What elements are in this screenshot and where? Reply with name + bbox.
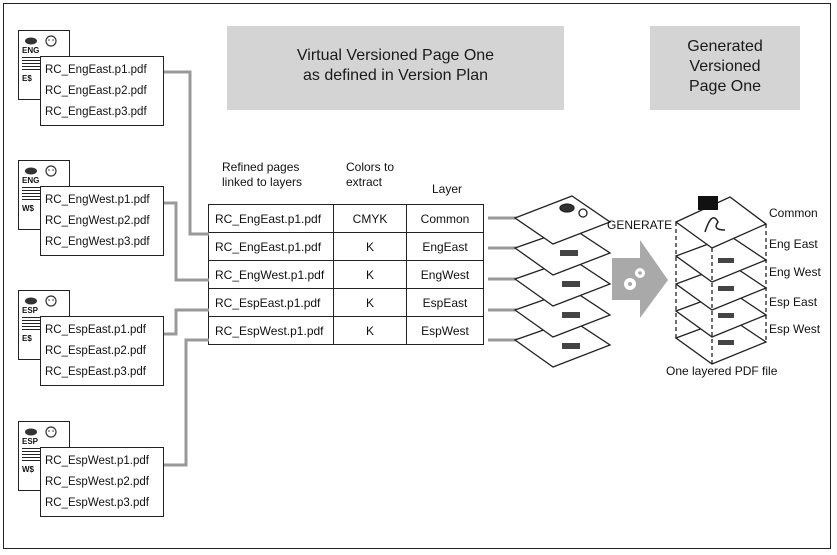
col2-header-line2: extract	[346, 175, 383, 189]
source-file-list: RC_EspEast.p1.pdf RC_EspEast.p2.pdf RC_E…	[40, 316, 164, 386]
colors-cell: K	[333, 288, 407, 317]
file-name: RC_EspEast.p1.pdf	[45, 324, 147, 336]
source-group-eng-west: ENG W$ RC_EngWest.p1.pdf RC_EngWest.p2.p…	[18, 160, 166, 256]
gears-icon-holes	[628, 271, 642, 286]
output-caption: One layered PDF file	[666, 364, 778, 378]
generated-title-line2: Versioned	[689, 58, 761, 75]
col1-header-line1: Refined pages	[222, 160, 300, 174]
virtual-page-box: Virtual Versioned Page One as defined in…	[227, 26, 564, 110]
file-name: RC_EspEast.p3.pdf	[45, 366, 147, 378]
colors-cell: CMYK	[333, 204, 407, 233]
generated-title-line3: Page One	[688, 78, 762, 95]
col1-header: Refined pages linked to layers	[222, 160, 302, 190]
layer-cell: EngEast	[406, 232, 484, 261]
currency-code: E$	[22, 74, 32, 83]
text-lines-icon	[22, 57, 40, 70]
output-layer-label: Esp West	[769, 322, 821, 336]
text-lines-icon	[22, 187, 40, 200]
file-name: RC_EngWest.p2.pdf	[45, 215, 150, 227]
currency-code: W$	[22, 204, 34, 213]
file-name: RC_EngEast.p3.pdf	[45, 106, 147, 118]
file-name: RC_EspEast.p2.pdf	[45, 345, 147, 357]
logo-icons	[25, 295, 57, 307]
source-group-esp-west: ESP W$ RC_EspWest.p1.pdf RC_EspWest.p2.p…	[18, 421, 166, 517]
file-name: RC_EngWest.p1.pdf	[45, 194, 150, 206]
table-row: RC_EngEast.p1.pdf K EngEast	[208, 232, 484, 261]
colors-cell: K	[333, 316, 407, 345]
logo-icons	[25, 165, 57, 177]
table-row: RC_EngEast.p1.pdf CMYK Common	[208, 204, 484, 233]
generate-label: GENERATE	[607, 218, 673, 232]
text-lines-icon	[22, 448, 40, 461]
virtual-page-title-line1: Virtual Versioned Page One	[296, 47, 495, 64]
generated-title-line1: Generated	[687, 38, 763, 55]
file-name: RC_EspWest.p3.pdf	[45, 497, 149, 509]
page-cell: RC_EngEast.p1.pdf	[208, 204, 334, 233]
layer-cell: EspWest	[406, 316, 484, 345]
language-code: ENG	[22, 46, 40, 55]
diagram-frame	[3, 3, 831, 549]
language-code: ESP	[22, 437, 39, 446]
table-row: RC_EspWest.p1.pdf K EspWest	[208, 316, 484, 345]
col2-header-line1: Colors to	[346, 160, 395, 174]
file-name: RC_EngEast.p2.pdf	[45, 85, 147, 97]
generated-page-box: Generated Versioned Page One	[650, 26, 800, 110]
logo-icons	[25, 426, 57, 438]
layer-mapping-table: RC_EngEast.p1.pdf CMYK Common RC_EngEast…	[208, 204, 484, 345]
file-name: RC_EngEast.p1.pdf	[45, 64, 147, 76]
source-connectors	[164, 70, 209, 467]
col3-header: Layer	[432, 182, 463, 196]
output-layer-label: Common	[769, 206, 818, 220]
table-row: RC_EngWest.p1.pdf K EngWest	[208, 260, 484, 289]
file-name: RC_EngWest.p3.pdf	[45, 236, 150, 248]
logo-icons	[25, 35, 57, 47]
currency-code: E$	[22, 334, 32, 343]
output-layer-label: Esp East	[769, 295, 818, 309]
layer-cell: EspEast	[406, 288, 484, 317]
source-group-eng-east: ENG E$ RC_EngEast.p1.pdf RC_EngEast.p2.p…	[18, 30, 166, 126]
source-file-list: RC_EspWest.p1.pdf RC_EspWest.p2.pdf RC_E…	[40, 447, 164, 517]
output-layer-stack	[674, 196, 768, 365]
language-code: ENG	[22, 176, 40, 185]
col1-header-line2: linked to layers	[222, 175, 303, 189]
language-code: ESP	[22, 306, 39, 315]
page-cell: RC_EspWest.p1.pdf	[208, 316, 334, 345]
layer-cell: EngWest	[406, 260, 484, 289]
source-file-list: RC_EngEast.p1.pdf RC_EngEast.p2.pdf RC_E…	[40, 56, 164, 126]
page-barcode-marks	[560, 250, 580, 349]
output-layer-label: Eng West	[769, 265, 821, 279]
generate-arrow	[612, 240, 668, 318]
output-layer-label: Eng East	[769, 237, 818, 251]
virtual-page-title-line2: as defined in Version Plan	[302, 67, 488, 84]
layer-cell: Common	[406, 204, 484, 233]
page-cell: RC_EngEast.p1.pdf	[208, 232, 334, 261]
pdf-logo-icon	[698, 196, 726, 233]
source-group-esp-east: ESP E$ RC_EspEast.p1.pdf RC_EspEast.p2.p…	[18, 290, 166, 386]
source-file-list: RC_EngWest.p1.pdf RC_EngWest.p2.pdf RC_E…	[40, 186, 164, 256]
table-row: RC_EspEast.p1.pdf K EspEast	[208, 288, 484, 317]
file-name: RC_EspWest.p1.pdf	[45, 455, 149, 467]
output-barcode-marks	[718, 258, 734, 345]
page-cell: RC_EspEast.p1.pdf	[208, 288, 334, 317]
col2-header: Colors to extract	[346, 160, 394, 190]
text-lines-icon	[22, 317, 40, 330]
currency-code: W$	[22, 465, 34, 474]
file-name: RC_EspWest.p2.pdf	[45, 476, 149, 488]
